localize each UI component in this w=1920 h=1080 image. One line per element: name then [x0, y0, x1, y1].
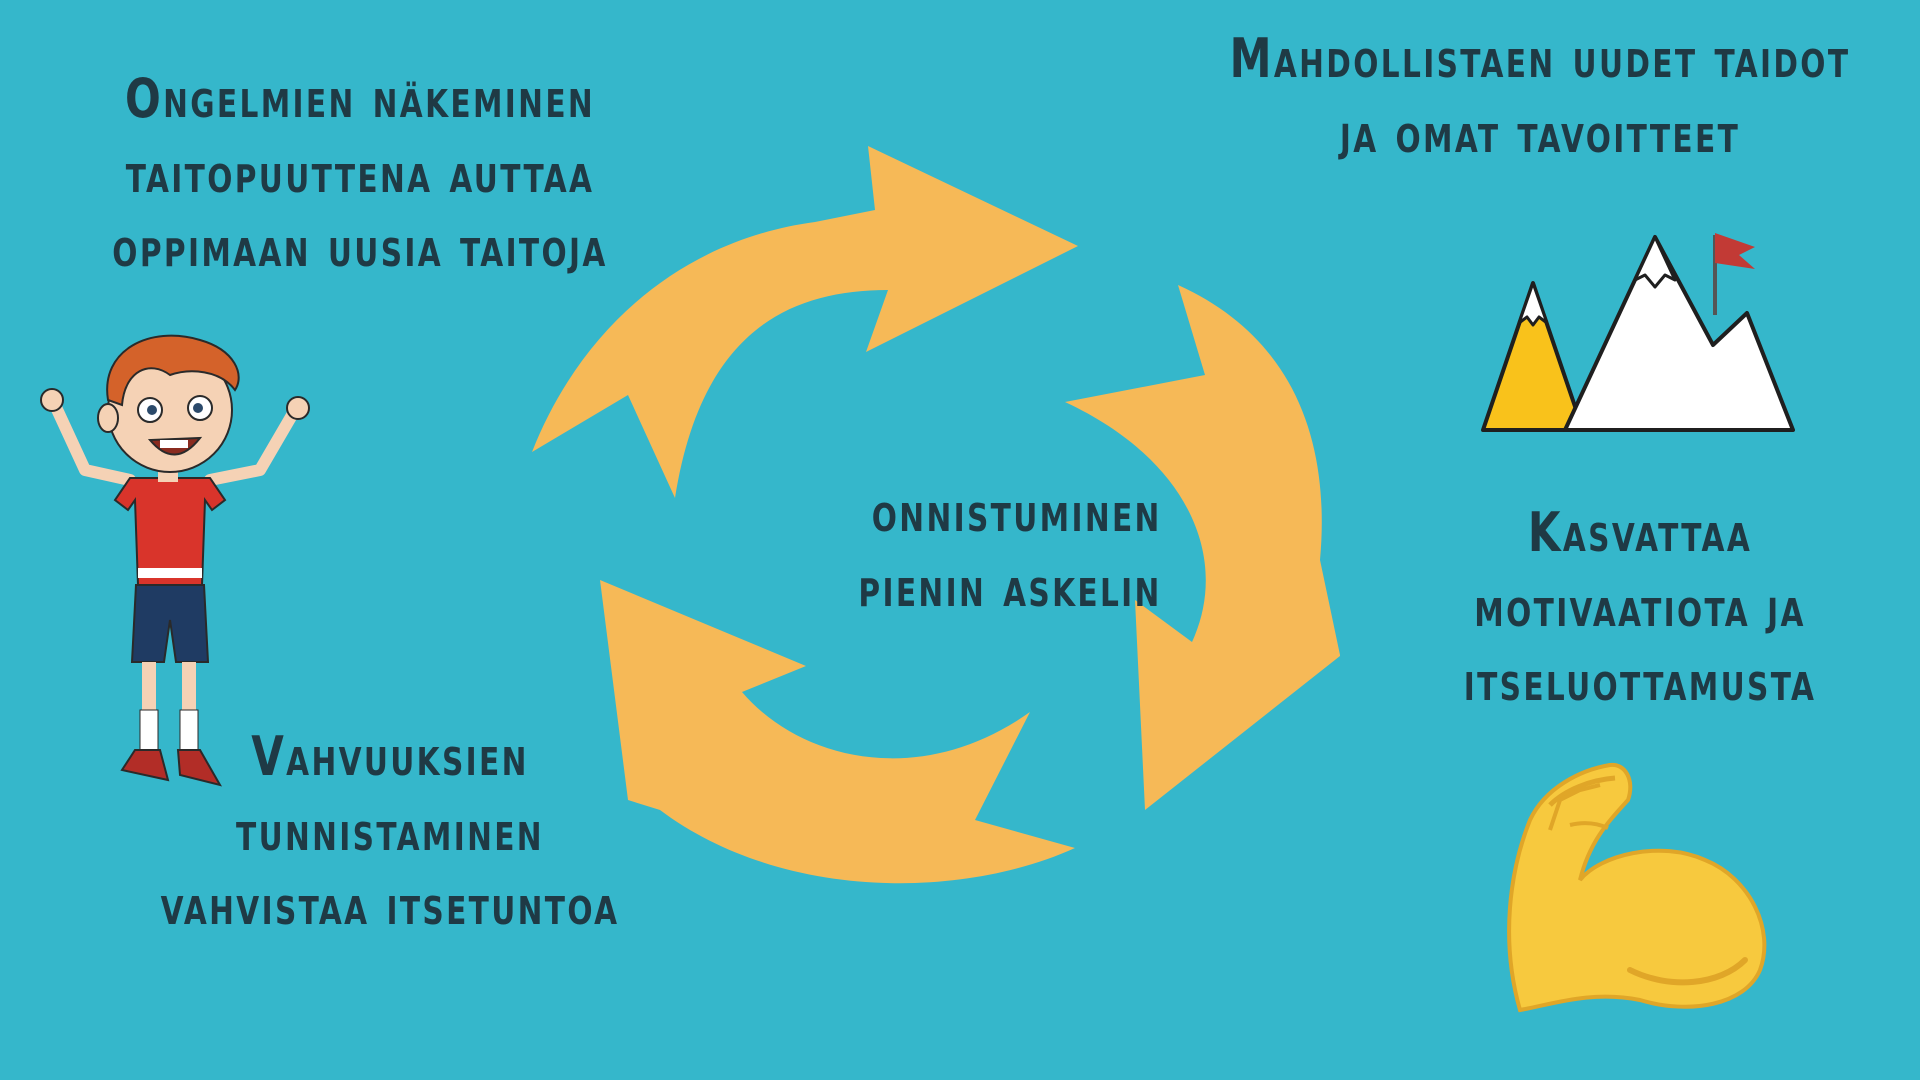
caption-line: onnistuminen — [871, 481, 1162, 544]
caption-center: onnistuminen pienin askelin — [748, 476, 1161, 625]
caption-line: Ongelmien näkeminen — [124, 67, 596, 130]
cheering-boy-icon — [40, 334, 310, 787]
caption-line: motivaatiota ja — [1474, 575, 1806, 639]
caption-line: itseluottamusta — [1463, 650, 1817, 714]
caption-problems: Ongelmien näkeminen taitopuuttena auttaa… — [87, 62, 633, 286]
caption-line: vahvistaa itsetuntoa — [160, 874, 620, 938]
caption-line: Kasvattaa — [1527, 501, 1753, 564]
flexed-biceps-icon — [1507, 762, 1767, 1013]
caption-line: pienin askelin — [858, 555, 1162, 619]
caption-strengths: Vahvuuksien tunnistaminen vahvistaa itse… — [86, 720, 694, 944]
cycle-arrow-right — [1065, 285, 1340, 810]
caption-line: Mahdollistaen uudet taidot — [1229, 27, 1851, 90]
caption-line: taitopuuttena auttaa — [125, 141, 595, 205]
caption-line: Vahvuuksien — [251, 725, 529, 788]
caption-line: oppimaan uusia taitoja — [112, 216, 608, 280]
caption-line: tunnistaminen — [236, 799, 544, 863]
cycle-arrow-bottom — [600, 580, 1075, 884]
caption-line: ja omat tavoitteet — [1339, 101, 1741, 165]
caption-motivation: Kasvattaa motivaatiota ja itseluottamust… — [1375, 496, 1905, 720]
mountains-with-flag-icon — [1481, 233, 1795, 432]
cycle-arrow-top — [532, 146, 1078, 498]
caption-skills: Mahdollistaen uudet taidot ja omat tavoi… — [1212, 22, 1867, 171]
